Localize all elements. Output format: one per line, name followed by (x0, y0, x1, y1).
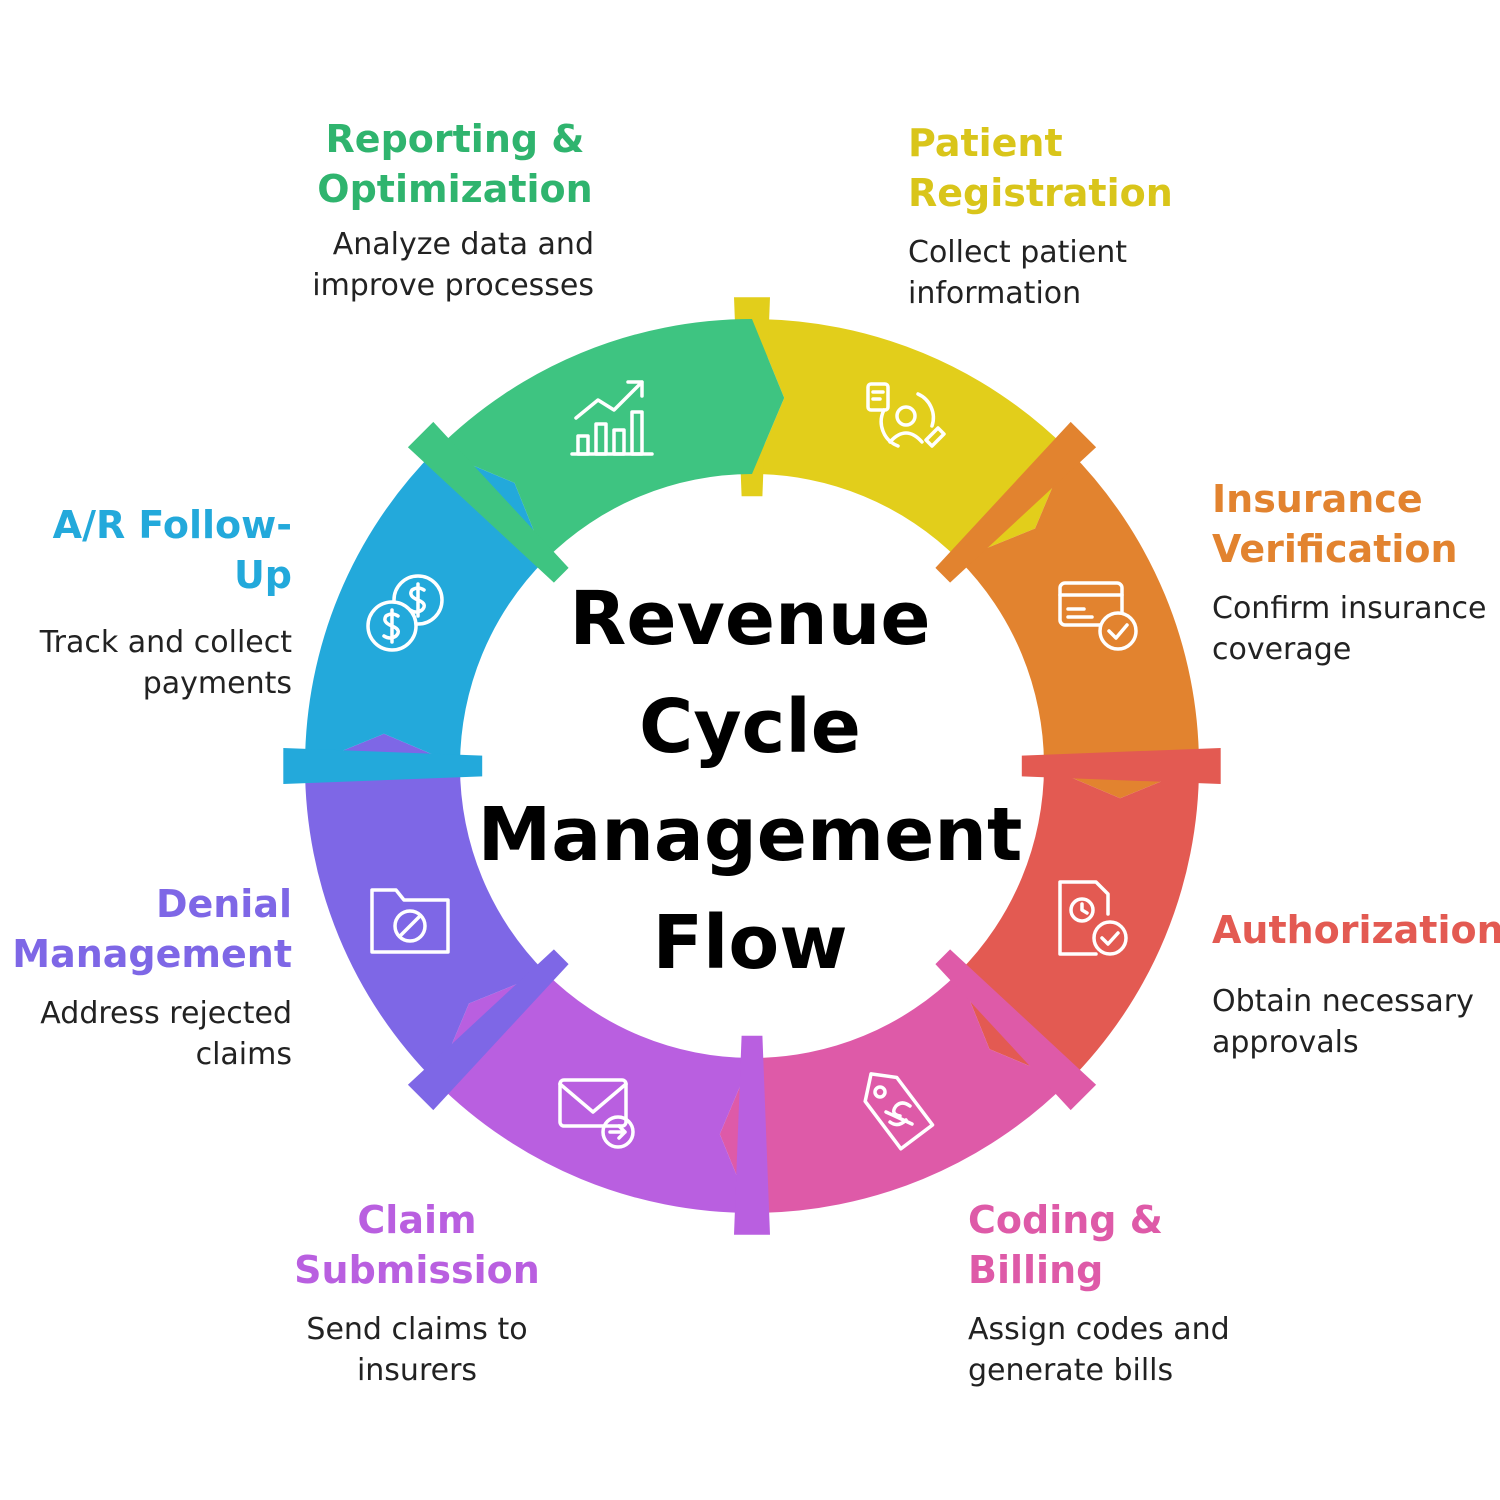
document-clock-check-icon (1058, 880, 1128, 956)
segment-connector (935, 949, 1097, 1111)
patient-registration-icon (866, 382, 946, 448)
chart-growth-icon (570, 380, 654, 456)
segment-connector (1021, 748, 1221, 784)
title-line: Revenue (569, 576, 931, 662)
stage-title: Reporting &Optimization (317, 117, 593, 211)
segment-connector (935, 421, 1097, 583)
folder-blocked-icon (370, 888, 450, 954)
segment-denial-management (305, 733, 546, 1083)
stage-title: Coding &Billing (968, 1198, 1163, 1292)
segment-connector (407, 421, 569, 583)
title-line: Management (477, 792, 1023, 878)
segment-reporting-optimization (435, 319, 785, 560)
segment-authorization (958, 766, 1199, 1083)
coins-dollar-icon (366, 574, 444, 652)
segment-connector (407, 949, 569, 1111)
segment-connector (283, 748, 483, 784)
segment-patient-registration (752, 319, 1069, 560)
stage-title: Authorization (1212, 908, 1500, 952)
title-line: Flow (652, 900, 848, 986)
stage-title: A/R Follow-Up (52, 503, 292, 597)
segment-coding-billing (719, 972, 1069, 1213)
insurance-card-check-icon (1058, 581, 1138, 651)
segment-connector (734, 1035, 770, 1235)
stage-reporting-optimization: Reporting &Optimization Analyze data and… (290, 114, 620, 306)
segment-claim-submission (435, 972, 752, 1213)
diagram-title: Revenue Cycle Management Flow (450, 565, 1050, 997)
envelope-send-icon (558, 1078, 635, 1149)
price-tag-icon (863, 1072, 935, 1151)
title-line: Cycle (639, 684, 861, 770)
